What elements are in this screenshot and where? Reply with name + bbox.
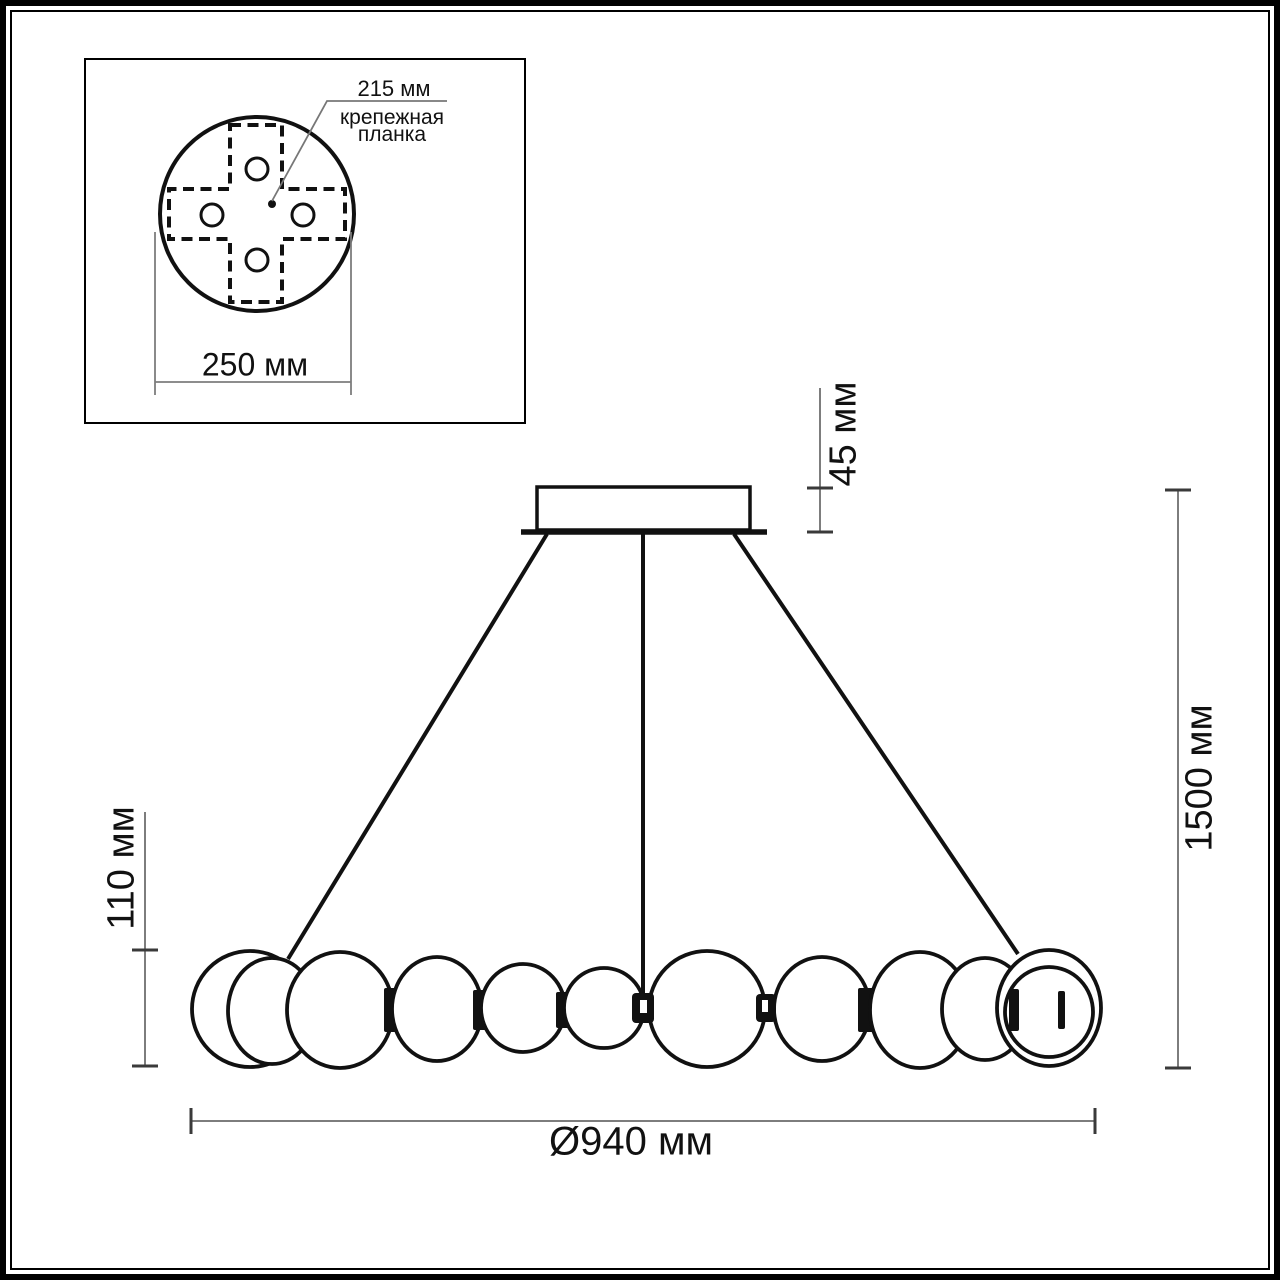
screw-hole-left [199,202,225,228]
ceiling-canopy [535,485,752,532]
ring-diameter-label: Ø940 мм [549,1119,713,1164]
callout-anchor-dot [268,200,276,208]
bracket-width-label: 215 мм [357,76,431,101]
ring-height-label: 110 мм [100,806,143,930]
bead-7 [647,949,767,1069]
plate-diameter-label: 250 мм [201,346,309,383]
bead-connector-6 [1058,991,1065,1029]
bead-5 [479,962,567,1054]
plate-circle [158,115,356,313]
suspension-wire-left [286,532,549,961]
overall-height-label: 1500 мм [1178,704,1221,852]
canopy-height-label: 45 мм [822,381,865,487]
mounting-plate-inset: 215 мм крепежная планка 250 мм [84,58,526,424]
bracket-name-label: крепежная планка [339,106,445,146]
bead-12-inner [1003,965,1095,1059]
bead-4 [390,955,484,1063]
screw-hole-bottom [244,247,270,273]
callout-leader-line [271,100,447,202]
screw-hole-top [244,156,270,182]
bracket-name-line2: планка [357,123,427,146]
bead-8 [772,955,872,1063]
suspension-wire-right [732,532,1020,956]
bracket-name-line1: крепежная [339,106,445,129]
mounting-bracket-dashed-outline [167,123,347,304]
bead-3 [285,950,395,1070]
center-wire-attachment [632,993,654,1023]
inner-page-border [10,10,1270,1270]
bead-connector-5 [1009,989,1019,1031]
mounting-plate-diagram [154,100,447,395]
right-bead-attachment [756,994,776,1022]
screw-hole-right [290,202,316,228]
